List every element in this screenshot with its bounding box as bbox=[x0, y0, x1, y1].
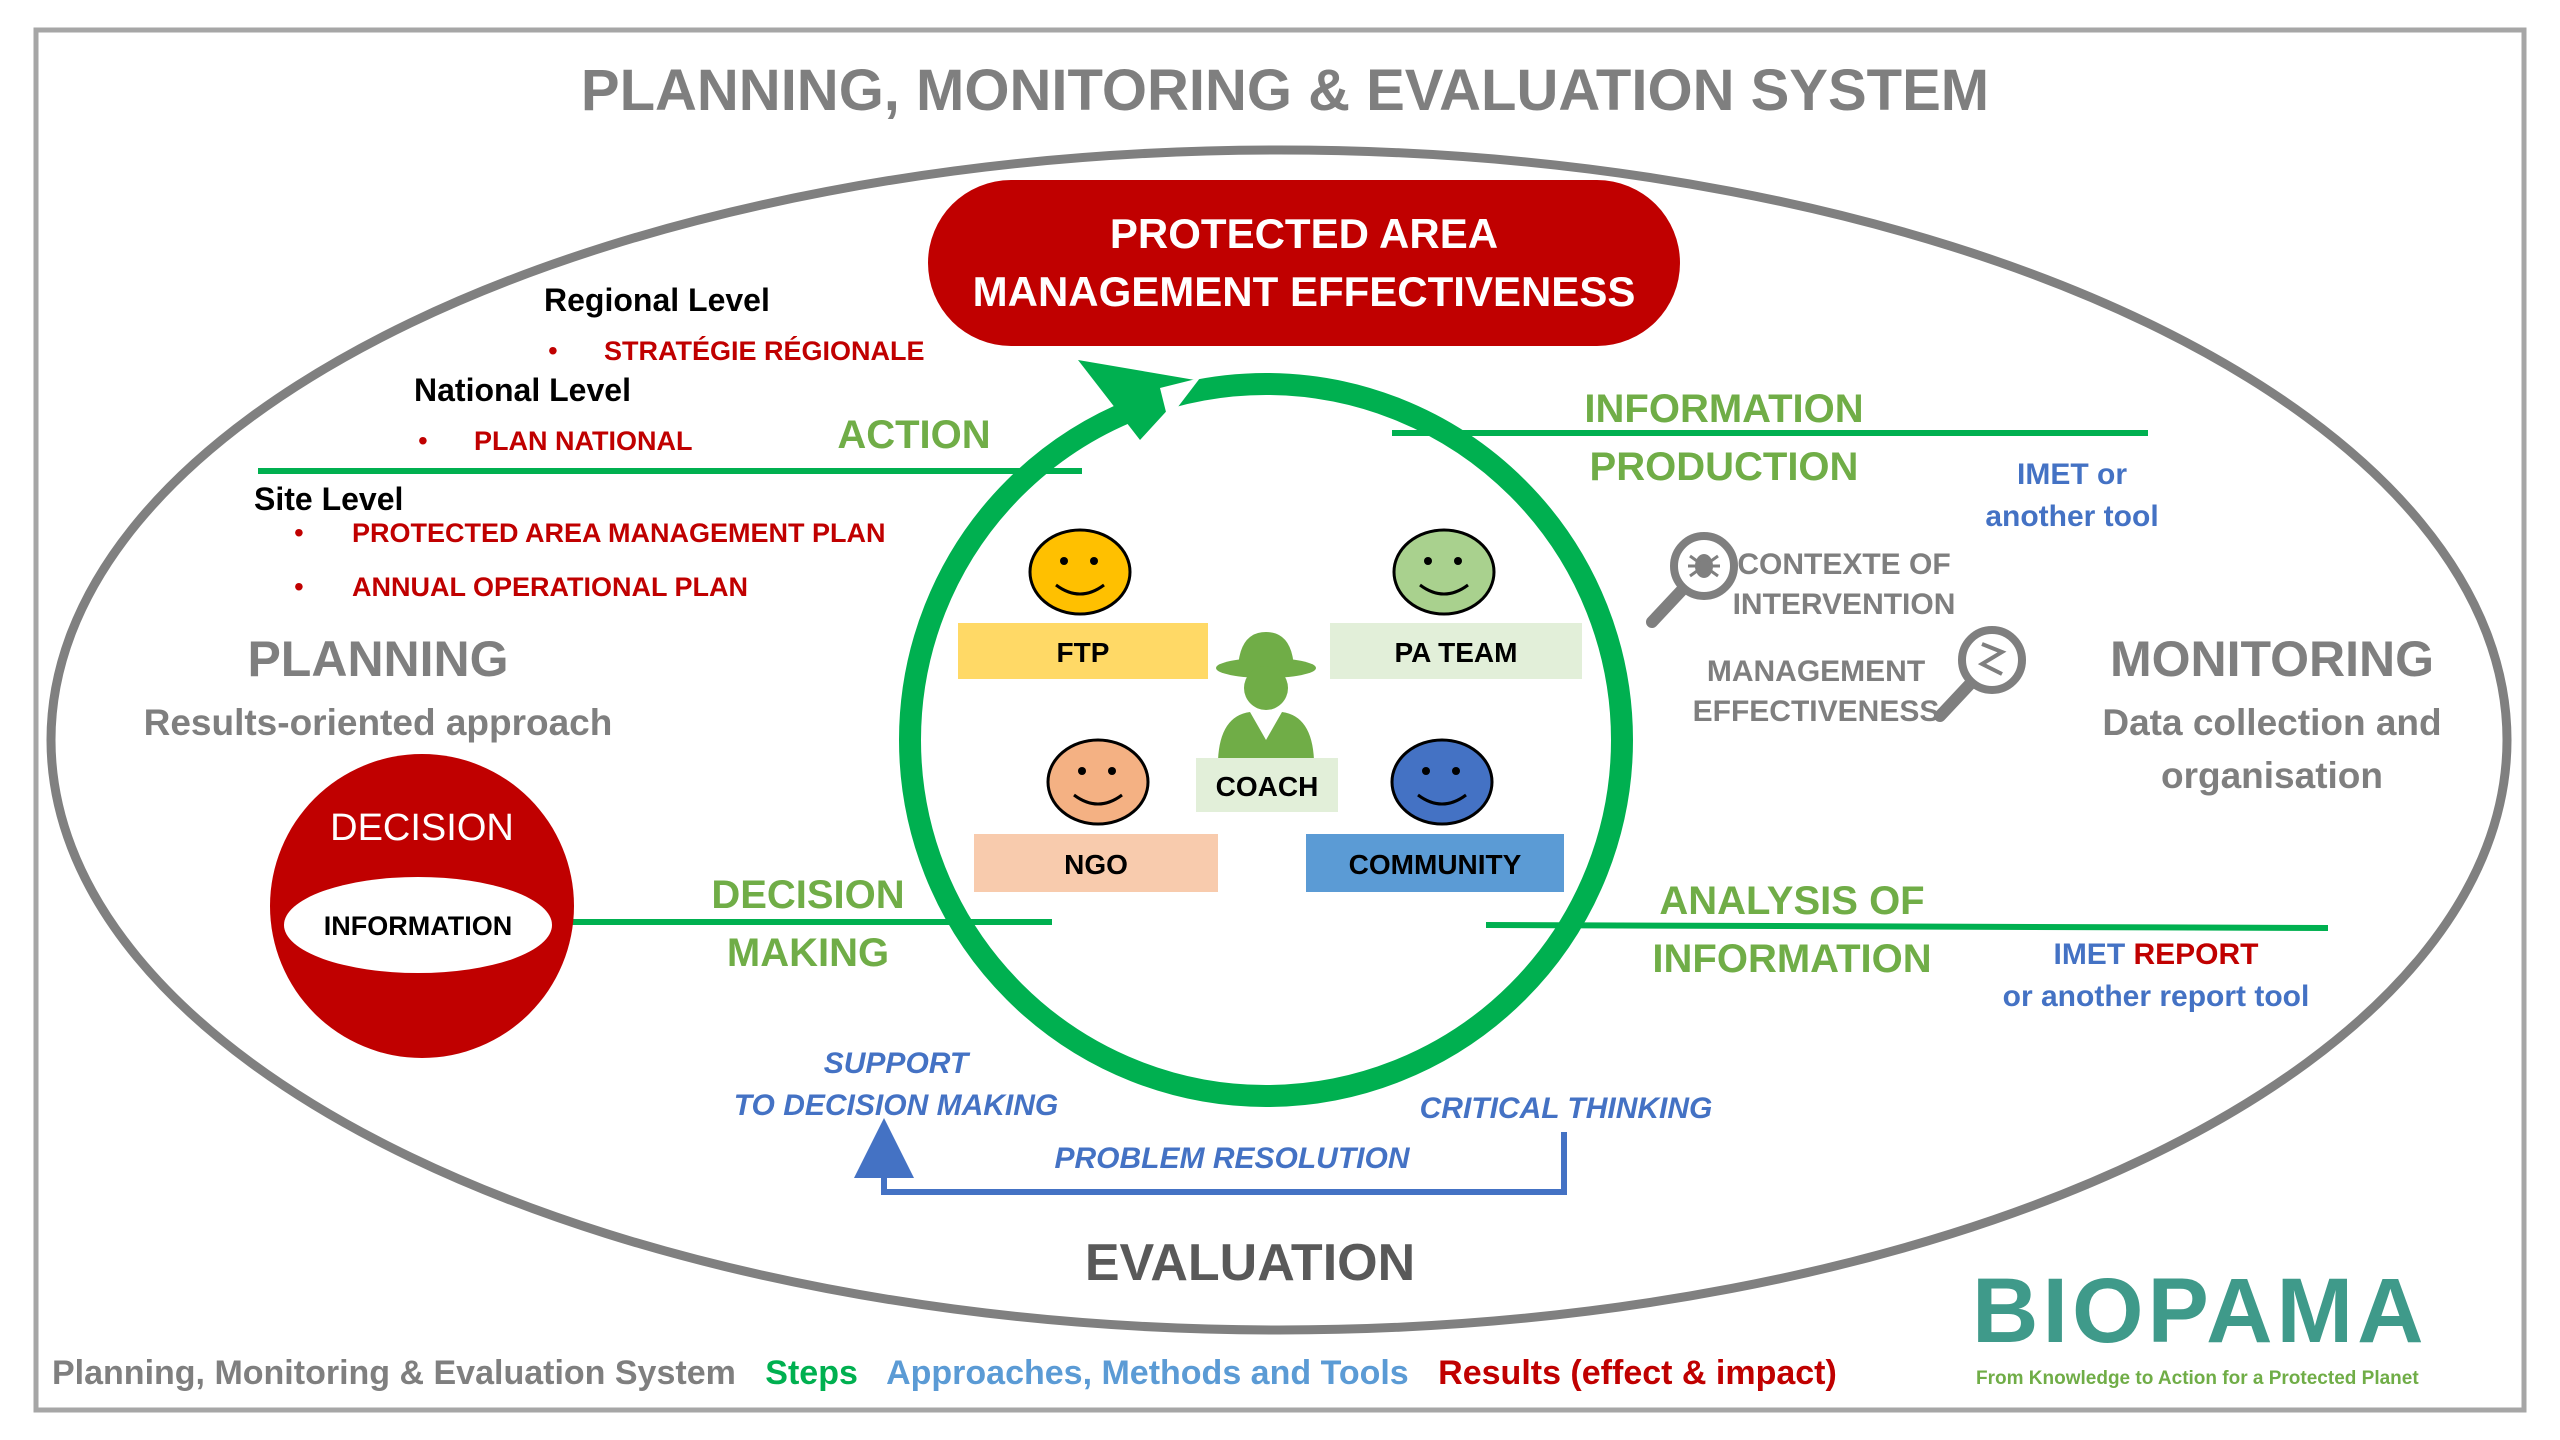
site-bullet-2: • bbox=[294, 571, 304, 602]
goal-line-2: MANAGEMENT EFFECTIVENESS bbox=[973, 268, 1636, 315]
ngo-face-icon bbox=[1046, 738, 1150, 826]
monitoring-title: MONITORING bbox=[2110, 631, 2434, 687]
context-line-1: CONTEXTE OF bbox=[1737, 548, 1950, 581]
ngo-label: NGO bbox=[1064, 849, 1128, 880]
pa-team-face-icon bbox=[1392, 528, 1496, 616]
ftp-face-eye bbox=[1090, 557, 1098, 565]
community-label: COMMUNITY bbox=[1349, 849, 1522, 880]
coach-figure-icon bbox=[1216, 632, 1316, 760]
national-item: PLAN NATIONAL bbox=[474, 426, 692, 456]
community-face-icon bbox=[1390, 738, 1494, 826]
imet-report-line-2: or another report tool bbox=[2003, 980, 2310, 1013]
support-line-2: TO DECISION MAKING bbox=[734, 1089, 1058, 1122]
pa-team-face-eye bbox=[1424, 557, 1432, 565]
step-action: ACTION bbox=[837, 413, 990, 457]
step-information-1: INFORMATION bbox=[1584, 387, 1863, 431]
biopama-logo: BIOPAMA From Knowledge to Action for a P… bbox=[1972, 1260, 2428, 1389]
legend-steps: Steps bbox=[765, 1354, 858, 1392]
ngo-face-eye bbox=[1108, 767, 1116, 775]
ftp-box bbox=[958, 623, 1208, 679]
pa-team-box bbox=[1330, 623, 1582, 679]
evaluation-title: EVALUATION bbox=[1085, 1234, 1415, 1292]
monitoring-subtitle-1: Data collection and bbox=[2102, 702, 2441, 743]
information-ellipse bbox=[284, 877, 552, 973]
regional-bullet: • bbox=[548, 335, 558, 366]
coach-box bbox=[1196, 758, 1338, 812]
pa-team-label: PA TEAM bbox=[1395, 637, 1518, 668]
cycle-arrowhead bbox=[1078, 360, 1195, 440]
imet-tool-line-2: another tool bbox=[1985, 500, 2158, 533]
step-information-2: PRODUCTION bbox=[1590, 445, 1859, 489]
legend: Planning, Monitoring & Evaluation System… bbox=[52, 1354, 1837, 1392]
effectiveness-line-1: MANAGEMENT bbox=[1707, 655, 1925, 688]
coach-label: COACH bbox=[1216, 771, 1319, 802]
ngo-face-eye bbox=[1078, 767, 1086, 775]
problem-resolution: PROBLEM RESOLUTION bbox=[1054, 1142, 1410, 1175]
information-ellipse-label: INFORMATION bbox=[324, 911, 512, 941]
decision-circle-label: DECISION bbox=[330, 807, 514, 849]
legend-system: Planning, Monitoring & Evaluation System bbox=[52, 1354, 736, 1392]
legend-approaches: Approaches, Methods and Tools bbox=[886, 1354, 1409, 1392]
context-line-2: INTERVENTION bbox=[1733, 588, 1956, 621]
imet-tool-line-1: IMET or bbox=[2017, 458, 2127, 491]
diagram-title: PLANNING, MONITORING & EVALUATION SYSTEM bbox=[581, 58, 1989, 123]
biopama-logo-tagline: From Knowledge to Action for a Protected… bbox=[1976, 1368, 2419, 1389]
legend-results: Results (effect & impact) bbox=[1438, 1354, 1837, 1392]
regional-level-label: Regional Level bbox=[544, 282, 770, 318]
pa-team-face-smile bbox=[1419, 583, 1469, 596]
step-decision-1: DECISION bbox=[711, 873, 904, 917]
community-face-eye bbox=[1422, 767, 1430, 775]
support-line-1: SUPPORT bbox=[824, 1047, 971, 1080]
step-decision-2: MAKING bbox=[727, 931, 889, 975]
imet-report-word: REPORT bbox=[2133, 938, 2258, 971]
goal-pill bbox=[928, 180, 1680, 346]
ftp-face-smile bbox=[1055, 583, 1105, 596]
regional-item: STRATÉGIE RÉGIONALE bbox=[604, 335, 925, 366]
goal-line-1: PROTECTED AREA bbox=[1110, 210, 1498, 257]
community-face-eye bbox=[1452, 767, 1460, 775]
site-item-2: ANNUAL OPERATIONAL PLAN bbox=[352, 572, 748, 602]
magnifier-zigzag-icon bbox=[1934, 626, 2026, 722]
community-box bbox=[1306, 834, 1564, 892]
site-bullet-1: • bbox=[294, 517, 304, 548]
site-item-1: PROTECTED AREA MANAGEMENT PLAN bbox=[352, 518, 886, 548]
national-level-label: National Level bbox=[414, 372, 631, 408]
site-level-label: Site Level bbox=[254, 481, 403, 517]
step-analysis-1: ANALYSIS OF bbox=[1659, 879, 1924, 923]
biopama-logo-name: BIOPAMA bbox=[1972, 1260, 2428, 1362]
pa-team-face-eye bbox=[1454, 557, 1462, 565]
critical-thinking: CRITICAL THINKING bbox=[1420, 1092, 1713, 1125]
feedback-arrow bbox=[854, 1118, 1567, 1195]
national-bullet: • bbox=[418, 425, 428, 456]
ftp-label: FTP bbox=[1057, 637, 1110, 668]
ftp-face-icon bbox=[1028, 528, 1132, 616]
analysis-line bbox=[1485, 922, 2329, 931]
imet-report-prefix: IMET bbox=[2053, 938, 2133, 971]
planning-title: PLANNING bbox=[247, 631, 508, 687]
ngo-face-smile bbox=[1073, 793, 1123, 806]
magnifier-bug-icon bbox=[1646, 532, 1738, 628]
community-face-smile bbox=[1417, 793, 1467, 806]
monitoring-subtitle-2: organisation bbox=[2161, 755, 2383, 796]
ftp-face-eye bbox=[1060, 557, 1068, 565]
cycle-ring bbox=[899, 373, 1633, 1107]
effectiveness-line-2: EFFECTIVENESS bbox=[1693, 695, 1940, 728]
planning-subtitle: Results-oriented approach bbox=[144, 702, 613, 743]
imet-report-line-1: IMET REPORT bbox=[2053, 938, 2258, 971]
system-ellipse bbox=[46, 145, 2512, 1335]
step-analysis-2: INFORMATION bbox=[1652, 937, 1931, 981]
cycle-arrowhead-notch bbox=[1160, 378, 1200, 420]
ngo-box bbox=[974, 834, 1218, 892]
